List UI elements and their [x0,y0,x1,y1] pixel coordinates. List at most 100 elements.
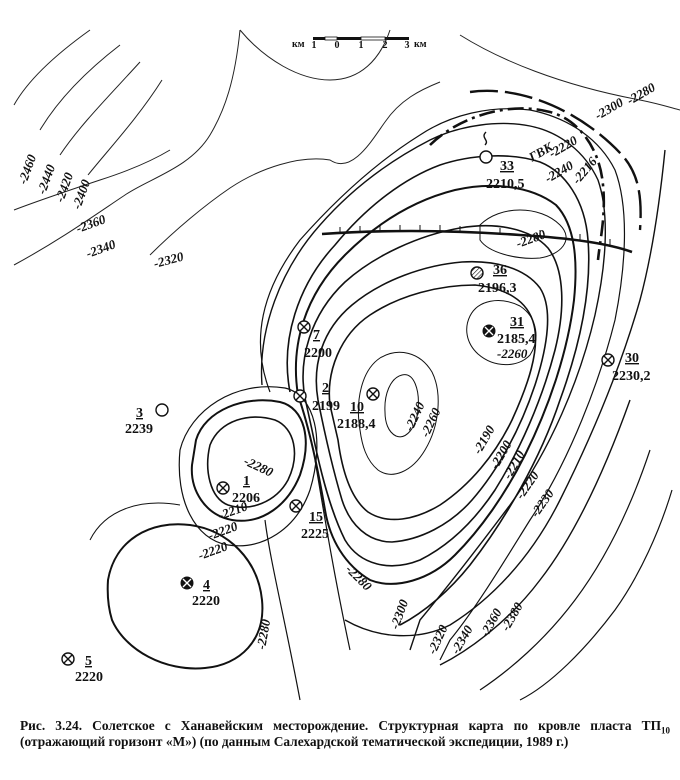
open-circle-icon [155,403,169,417]
well-2: 2 2199 [293,381,340,414]
contour-label: -2340 [448,622,476,656]
hatched-circle-icon [470,266,484,280]
contour-line-2300 [259,108,626,661]
contour-label: -2216 [569,154,600,187]
contour-label: -2460 [15,152,40,186]
well-number: 3 [136,406,143,421]
gvk-contact [429,89,642,261]
contour-line-2280-south-inner [314,459,351,651]
well-number: 31 [510,315,524,330]
open-circle-icon [479,150,493,164]
contour-line-2240-southwest [89,502,181,541]
well-elevation: 2200 [304,346,332,361]
scale-tick-label: 2 [383,40,388,51]
well-15: 15 2225 [289,499,329,542]
well-number: 2 [322,381,329,396]
well-30: 30 2230,2 [601,351,651,384]
fault-line [321,225,633,254]
well-elevation: 2185,4 [497,332,536,347]
contour-line-2260-east [466,300,537,366]
well-4: 4 2220 [180,576,220,609]
scale-segment [313,37,325,40]
well-number: 4 [203,578,210,593]
well-elevation: 2239 [125,422,153,437]
contour-line-2380 [519,489,673,701]
contour-line-2260-inner [357,351,439,475]
well-number: 10 [350,400,364,415]
contour-label: -2260 [497,346,528,361]
contour-line-2280-south [264,519,301,701]
well-number: 5 [85,654,92,669]
contour-label: -2360 [74,211,108,236]
contour-line-2200 [315,260,549,543]
well-elevation: 2206 [232,491,260,506]
gvk-label: ГВК [525,138,556,165]
well-elevation: 2188,4 [337,417,376,432]
contour-line-2280-ne [459,34,680,111]
scale-tick-label: 0 [335,40,340,51]
contour-line-2210 [302,225,563,567]
contour-line-2460 [13,29,91,106]
contour-label: -2220 [196,538,230,563]
contour-line-2360 [479,449,651,691]
well-number: 1 [243,474,250,489]
contour-line-2420 [59,61,141,156]
fault-trace [321,229,633,254]
contour-label: -2280 [253,618,273,651]
caption-subscript: 10 [661,725,670,736]
contour-label: -2340 [84,236,118,261]
well-number: 15 [309,510,323,525]
well-elevation: 2230,2 [612,369,651,384]
contour-line-2340 [439,399,631,666]
scale-tick-label: 3 [405,40,410,51]
outer-contours-se [344,149,673,701]
caption-text: Рис. 3.24. Солетское с Ханавейским место… [20,718,661,733]
well-elevation: 2225 [301,527,329,542]
contour-line-2440 [39,44,121,131]
structure-contours [259,108,626,661]
well-elevation: 2220 [75,670,103,685]
well-7: 7 2200 [297,320,332,361]
contour-label: -2300 [592,94,626,122]
well-3: 3 2239 [125,403,169,437]
scale-unit-right: км [414,39,427,50]
well-33: 33 2210,5 [479,131,525,192]
well-number: 36 [493,263,507,278]
well-elevation: 2199 [312,399,340,414]
contour-line-2360 [13,149,171,211]
scale-segment [360,36,386,41]
contour-line-2280-north-dome [479,209,567,259]
contour-line-2340 [13,29,241,266]
well-10: 10 2188,4 [337,387,380,432]
scale-tick-label: 1 [312,40,317,51]
contour-line-2210-west [206,416,296,509]
contour-line-2220-west [178,386,318,547]
well-number: 7 [313,328,320,343]
well-1: 1 2206 [216,474,260,506]
well-elevation: 2220 [192,594,220,609]
well-5: 5 2220 [61,652,103,685]
structural-contour-map: км 1 0 1 2 3 км [13,29,680,701]
contour-label: -2320 [424,622,451,656]
contour-line-2300-north [239,29,391,81]
caption-text-continued: (отражающий горизонт «М») (по данным Сал… [20,734,569,749]
well-36: 36 2196,3 [470,263,517,296]
contour-label: -2280 [343,562,375,594]
wells: 33 2210,5 36 2196,3 31 2185,4 7 2200 2 [61,131,651,685]
contour-label: -2300 [387,597,412,631]
scale-tick-label: 1 [359,40,364,51]
well-elevation: 2196,3 [478,281,517,296]
contour-line-2400 [87,79,163,176]
scale-segment [337,37,361,40]
contour-line-2220 [294,184,577,585]
contour-line-2320 [344,149,666,637]
well-31: 31 2185,4 [482,315,536,347]
contour-line-2240-inner [384,374,419,438]
contour-line-2280-west [190,399,307,522]
contour-label: -2240 [542,157,576,185]
contour-line-2300-dashed [469,89,642,231]
western-contours [89,386,351,701]
scale-unit-left: км [292,39,305,50]
well-number: 30 [625,351,639,366]
figure-caption: Рис. 3.24. Солетское с Ханавейским место… [20,718,670,750]
